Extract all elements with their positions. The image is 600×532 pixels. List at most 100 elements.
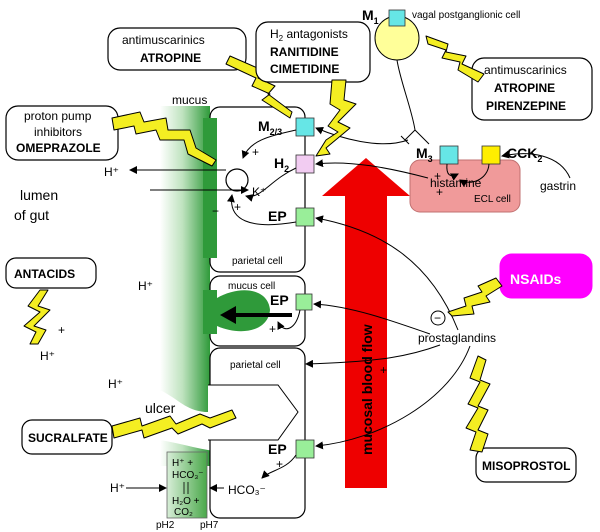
hplus-bottom: H⁺ (110, 481, 125, 495)
antimuscarinics-atropine-box (107, 27, 247, 71)
pg-to-ep-bot-arrow (315, 345, 471, 450)
misoprostol-label: MISOPROSTOL (482, 459, 570, 473)
ppi-line3: OMEPRAZOLE (16, 141, 101, 155)
histamine-arrow (315, 159, 429, 179)
parietal-cell-bottom-label: parietal cell (230, 360, 281, 371)
blood-flow-label: mucosal blood flow (359, 324, 375, 455)
ep-receptor-top-label: EP (268, 208, 287, 224)
hplus-antacid: H⁺ (40, 349, 55, 363)
plus-antacid: + (58, 323, 65, 337)
antimusc2-line3: PIRENZEPINE (486, 99, 566, 113)
m23-receptor (295, 117, 315, 137)
nsaids-label: NSAIDs (510, 271, 562, 287)
ppi-omeprazole-box (5, 105, 119, 161)
lumen-line2: of gut (14, 207, 49, 223)
sucralfate-bolt (111, 409, 237, 439)
ep-mid-effect-arrow (277, 309, 301, 331)
ep-bot-effect-arrow (261, 454, 297, 479)
buffer-co2: CO₂ (174, 507, 193, 518)
antimusc2-line1: antimuscarinics (484, 63, 567, 77)
m1-label: M1 (362, 7, 379, 26)
cck2-effect-arrow (459, 163, 490, 188)
nsaids-bolt (447, 277, 503, 317)
plus-misoprostol: + (380, 363, 387, 377)
gastrin-arrow (501, 150, 571, 179)
histamine-label: histamine (430, 176, 482, 190)
plus-cck2: + (436, 185, 443, 199)
pg-to-parietal-bottom-arrow (305, 344, 441, 368)
m3-effect-arrow (446, 163, 459, 181)
vagal-terminal (400, 129, 430, 145)
mucus-granule (217, 290, 270, 332)
mucus-secretion-arrowhead (220, 306, 236, 324)
ulcer-pocket (208, 384, 299, 441)
antimusc1-bolt (225, 55, 293, 119)
antacids-box (5, 257, 97, 289)
lumen-line1: lumen (20, 187, 58, 203)
mucus-label: mucus (172, 93, 207, 107)
antacids-bolt (23, 289, 51, 345)
hplus-ulcer: H⁺ (108, 377, 123, 391)
mucus-edge-top (203, 118, 217, 258)
ep-receptor-bottom (295, 439, 315, 459)
prostaglandins-label: prostaglandins (418, 331, 496, 345)
cck2-label: CCK2 (507, 145, 542, 164)
ppi-bolt (111, 111, 217, 167)
h2-receptor (295, 154, 315, 174)
hplus-lumen-top: H⁺ (104, 165, 119, 179)
m1-receptor (388, 9, 406, 27)
antimuscarinics-pirenzepine-box (471, 57, 593, 121)
proton-pump (225, 168, 249, 192)
h2-antagonists-box (255, 21, 371, 83)
ep-receptor-mid (295, 293, 313, 311)
pg-to-ep-top-arrow (315, 215, 459, 331)
sucralfate-box (21, 419, 113, 455)
antacids-label: ANTACIDS (14, 267, 75, 281)
nsaids-box (499, 253, 593, 299)
h2ant-line1: H2 antagonists (270, 27, 348, 43)
buffer-hplus: H⁺ + (172, 458, 193, 469)
h2-label: H2 (274, 155, 289, 174)
minus-ep-top: − (212, 204, 219, 218)
ep-top-effect-arrow (226, 194, 297, 226)
misoprostol-bolt (465, 355, 491, 453)
antimusc2-bolt (425, 35, 485, 83)
plus-mid: + (269, 322, 276, 336)
plus-m23: + (252, 145, 259, 159)
m23-effect-arrow (241, 129, 297, 159)
vagal-cell-label: vagal postganglionic cell (412, 10, 520, 21)
antimusc2-line2: ATROPINE (494, 81, 555, 95)
antimusc1-line1: antimuscarinics (122, 33, 205, 47)
plus-m3: + (434, 169, 441, 183)
ph7-label: pH7 (200, 520, 219, 531)
plus-h2: + (234, 200, 241, 214)
pg-to-ep-mid-arrow (313, 300, 431, 335)
sucralfate-label: SUCRALFATE (28, 431, 108, 445)
ep-receptor-top (295, 207, 315, 227)
ph2-label: pH2 (156, 520, 175, 531)
antimusc1-line2: ATROPINE (140, 51, 201, 65)
hco3-label: HCO₃⁻ (228, 483, 266, 497)
ecl-cell-label: ECL cell (474, 194, 511, 205)
vagal-to-m23-arrow (315, 126, 409, 145)
m3-label: M3 (416, 145, 433, 164)
plus-ep-bot: + (276, 457, 283, 471)
parietal-cell-top-label: parietal cell (232, 256, 283, 267)
h2ant-line2: RANITIDINE (270, 45, 339, 59)
nsaid-inhibit-sign: − (434, 311, 441, 325)
vagal-axon (396, 59, 416, 131)
m23-label: M2/3 (258, 118, 282, 137)
mucus-cell-label: mucus cell (228, 281, 275, 292)
bicarbonate-buffer-zone (166, 451, 208, 519)
h2ant-bolt (315, 79, 357, 157)
ulcer-label: ulcer (145, 400, 176, 416)
hplus-lumen-mid: H⁺ (138, 279, 153, 293)
gastrin-label: gastrin (540, 179, 576, 193)
misoprostol-box (475, 447, 577, 483)
ep-receptor-bottom-label: EP (268, 441, 287, 457)
buffer-h2o: H₂O + (172, 496, 200, 507)
ppi-line2: inhibitors (34, 125, 82, 139)
kplus-label: K⁺ (252, 185, 266, 199)
